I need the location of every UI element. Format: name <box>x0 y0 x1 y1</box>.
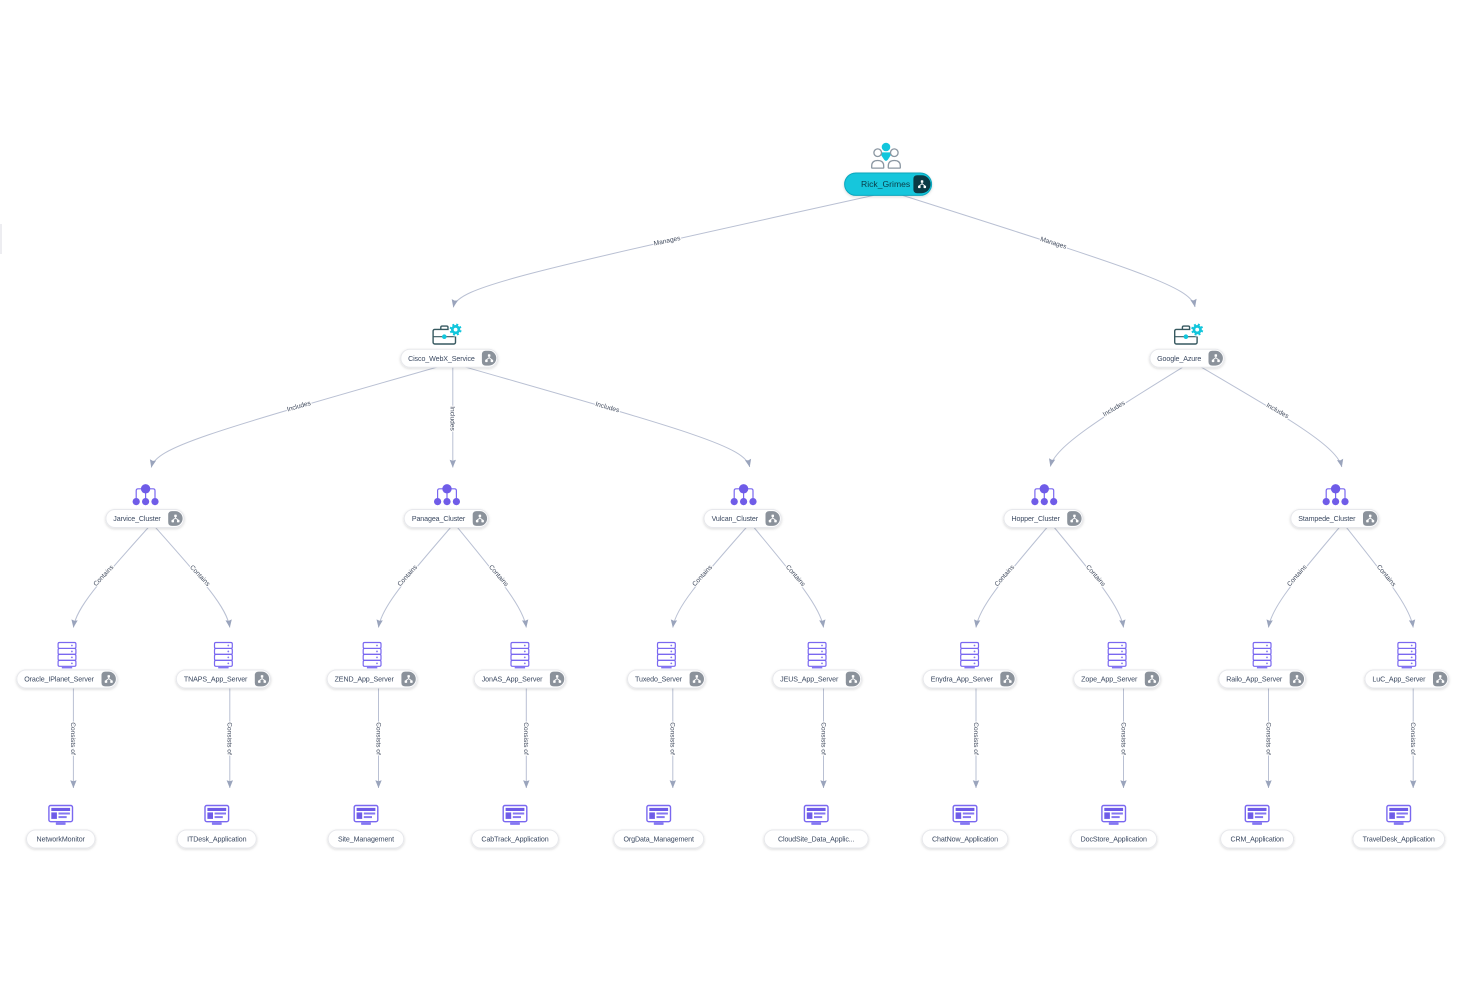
svg-text:ChatNow_Application: ChatNow_Application <box>932 836 998 844</box>
svg-text:ITDesk_Application: ITDesk_Application <box>187 836 246 844</box>
svg-text:Consists of: Consists of <box>1409 722 1416 755</box>
svg-text:CabTrack_Application: CabTrack_Application <box>481 836 548 844</box>
svg-text:ZEND_App_Server: ZEND_App_Server <box>335 676 395 684</box>
svg-text:TNAPS_App_Server: TNAPS_App_Server <box>184 676 248 684</box>
svg-text:DocStore_Application: DocStore_Application <box>1081 836 1147 844</box>
svg-text:NetworkMonitor: NetworkMonitor <box>37 836 86 844</box>
svg-text:Consists of: Consists of <box>69 722 76 755</box>
svg-text:Consists of: Consists of <box>972 722 979 755</box>
svg-text:Railo_App_Server: Railo_App_Server <box>1226 676 1283 684</box>
svg-text:Hopper_Cluster: Hopper_Cluster <box>1011 515 1060 523</box>
svg-text:Consists of: Consists of <box>522 722 529 755</box>
svg-text:Consists of: Consists of <box>1119 722 1126 755</box>
svg-text:Consists of: Consists of <box>669 722 676 755</box>
svg-text:JEUS_App_Server: JEUS_App_Server <box>780 676 839 684</box>
svg-text:Cisco_WebX_Service: Cisco_WebX_Service <box>408 355 475 363</box>
svg-text:Tuxedo_Server: Tuxedo_Server <box>635 676 683 684</box>
svg-text:TravelDesk_Application: TravelDesk_Application <box>1363 836 1435 844</box>
svg-text:Stampede_Cluster: Stampede_Cluster <box>1298 515 1356 523</box>
svg-text:Jarvice_Cluster: Jarvice_Cluster <box>113 515 161 523</box>
svg-text:Site_Management: Site_Management <box>338 836 394 844</box>
svg-text:Vulcan_Cluster: Vulcan_Cluster <box>712 515 759 523</box>
svg-text:Consists of: Consists of <box>374 722 381 755</box>
svg-text:Google_Azure: Google_Azure <box>1157 355 1201 363</box>
svg-text:Consists of: Consists of <box>226 722 233 755</box>
svg-text:CRM_Application: CRM_Application <box>1230 836 1283 844</box>
svg-text:OrgData_Management: OrgData_Management <box>624 836 694 844</box>
svg-text:Panagea_Cluster: Panagea_Cluster <box>412 515 466 523</box>
svg-text:Enydra_App_Server: Enydra_App_Server <box>931 676 994 684</box>
svg-text:CloudSite_Data_Applic...: CloudSite_Data_Applic... <box>778 836 855 844</box>
svg-text:Oracle_IPlanet_Server: Oracle_IPlanet_Server <box>24 676 94 684</box>
svg-text:Consists of: Consists of <box>1264 722 1271 755</box>
svg-text:Consists of: Consists of <box>819 722 826 755</box>
svg-text:Includes: Includes <box>449 406 456 431</box>
svg-text:LuC_App_Server: LuC_App_Server <box>1372 676 1426 684</box>
svg-text:JonAS_App_Server: JonAS_App_Server <box>482 676 543 684</box>
svg-text:Zope_App_Server: Zope_App_Server <box>1081 676 1138 684</box>
svg-text:Rick_Grimes: Rick_Grimes <box>861 179 910 189</box>
